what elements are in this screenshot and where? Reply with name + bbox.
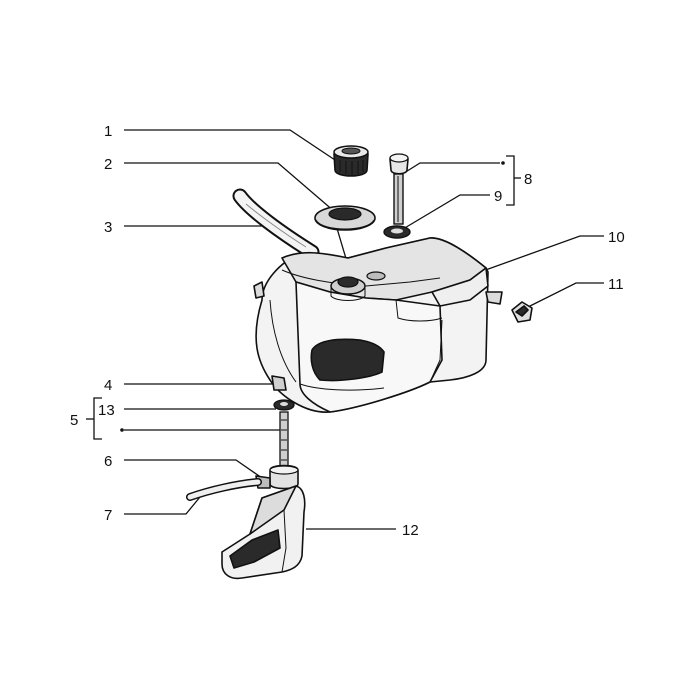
bracket-8	[501, 155, 521, 206]
fuel-tap-seal	[273, 399, 295, 411]
leader-1	[124, 129, 339, 163]
bracket-5	[86, 397, 124, 440]
label-4: 4	[104, 377, 112, 394]
sensor-gasket	[383, 225, 411, 239]
label-12: 12	[402, 522, 419, 539]
fuel-hose	[186, 478, 262, 501]
filler-cap	[333, 145, 369, 177]
fuel-tank	[253, 237, 503, 413]
leader-10	[479, 235, 604, 273]
leader-7	[124, 496, 201, 515]
label-3: 3	[104, 219, 112, 236]
label-5: 5	[70, 412, 78, 429]
leader-6	[124, 459, 263, 479]
filler-flange	[314, 205, 376, 231]
label-10: 10	[608, 229, 625, 246]
leader-9	[397, 194, 490, 233]
label-7: 7	[104, 507, 112, 524]
callout-labels: 1 2 3 4 5 13 6 7 8 9 10 11 12	[70, 123, 625, 539]
fuel-tap	[255, 464, 299, 490]
leader-11	[525, 282, 604, 309]
label-6: 6	[104, 453, 112, 470]
retaining-clip	[511, 301, 533, 323]
label-9: 9	[494, 188, 502, 205]
label-2: 2	[104, 156, 112, 173]
leader-8	[403, 162, 500, 174]
fuel-level-sensor	[389, 153, 409, 225]
label-1: 1	[104, 123, 112, 140]
label-13: 13	[98, 402, 115, 419]
leader-2	[124, 162, 336, 213]
tank-guard	[221, 485, 306, 580]
breather-hose	[232, 188, 320, 260]
label-11: 11	[608, 276, 624, 293]
label-8: 8	[524, 171, 532, 188]
fuel-tap-pipe	[279, 411, 289, 473]
leader-lines	[124, 129, 604, 530]
